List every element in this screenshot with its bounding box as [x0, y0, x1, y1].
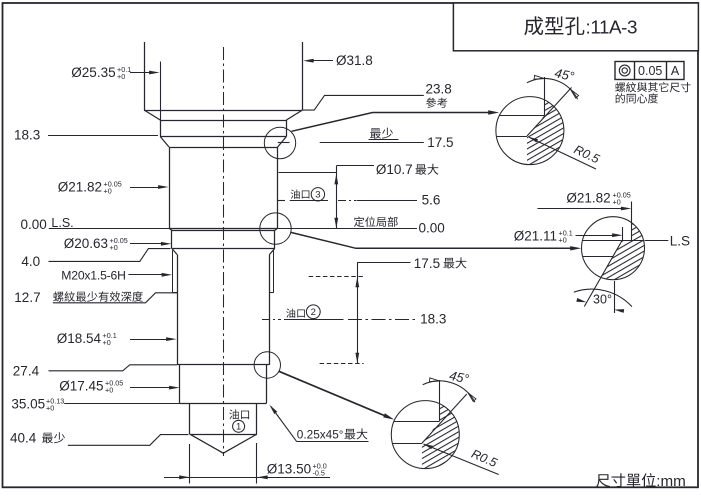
svg-text::11A-3: :11A-3 — [586, 17, 638, 38]
svg-text:5.6: 5.6 — [422, 193, 441, 208]
svg-text::mm: :mm — [656, 473, 686, 490]
svg-text:+0.1: +0.1 — [103, 331, 117, 340]
svg-text:+0.1: +0.1 — [559, 228, 573, 237]
svg-text:+0: +0 — [110, 243, 118, 252]
svg-text:+0: +0 — [613, 197, 621, 206]
svg-text:Ø10.7: Ø10.7 — [376, 162, 413, 177]
svg-text:Ø20.63: Ø20.63 — [64, 236, 108, 251]
svg-text:A: A — [671, 64, 680, 78]
svg-text:+0.13: +0.13 — [46, 396, 64, 405]
svg-text:17.5: 17.5 — [427, 135, 453, 150]
svg-text:1: 1 — [236, 422, 241, 433]
svg-text:Ø18.54: Ø18.54 — [57, 331, 102, 346]
svg-text:+0: +0 — [559, 235, 567, 244]
svg-text:18.3: 18.3 — [14, 128, 40, 143]
svg-text:+0.05: +0.05 — [110, 236, 128, 245]
svg-text:17.5: 17.5 — [414, 256, 440, 271]
svg-text:+0: +0 — [104, 186, 112, 195]
svg-text:M20x1.5-6H: M20x1.5-6H — [61, 269, 125, 283]
svg-text:45°: 45° — [553, 65, 575, 84]
svg-text:Ø21.82: Ø21.82 — [58, 180, 102, 195]
svg-text:40.4: 40.4 — [10, 431, 37, 446]
svg-text:+0.0: +0.0 — [313, 461, 327, 470]
svg-text:0.05: 0.05 — [638, 64, 662, 78]
svg-text:27.4: 27.4 — [13, 364, 40, 379]
svg-text:+0: +0 — [46, 403, 54, 412]
svg-text:0.25x45°: 0.25x45° — [297, 428, 344, 442]
svg-text:Ø17.45: Ø17.45 — [59, 379, 103, 394]
svg-text:Ø31.8: Ø31.8 — [336, 53, 373, 68]
svg-text:23.8: 23.8 — [426, 82, 452, 97]
svg-text:+0.05: +0.05 — [613, 190, 631, 199]
svg-text:+0.05: +0.05 — [105, 378, 123, 387]
svg-text:+0.05: +0.05 — [104, 179, 122, 188]
svg-text:L.S.: L.S. — [51, 216, 73, 230]
svg-text:18.3: 18.3 — [420, 312, 446, 327]
svg-text:Ø21.11: Ø21.11 — [514, 229, 557, 244]
svg-text:+0.1: +0.1 — [117, 65, 131, 74]
svg-text:Ø13.50: Ø13.50 — [267, 462, 311, 477]
svg-text:30°: 30° — [593, 293, 612, 307]
svg-text:+0: +0 — [117, 72, 125, 81]
svg-text:0.00: 0.00 — [419, 221, 445, 236]
svg-text:+0: +0 — [105, 385, 113, 394]
svg-text:4.0: 4.0 — [21, 254, 40, 269]
svg-text:35.05: 35.05 — [11, 397, 45, 412]
svg-text:Ø25.35: Ø25.35 — [71, 65, 115, 80]
svg-text:45°: 45° — [448, 368, 470, 387]
svg-text:-0.5: -0.5 — [313, 468, 325, 477]
svg-text:2: 2 — [311, 307, 316, 318]
svg-text:0.00: 0.00 — [21, 217, 47, 232]
svg-text:3: 3 — [315, 190, 320, 201]
svg-text:L.S: L.S — [670, 234, 690, 249]
svg-text:Ø21.82: Ø21.82 — [566, 191, 610, 206]
svg-text:+0: +0 — [103, 338, 111, 347]
svg-text:12.7: 12.7 — [14, 290, 40, 305]
